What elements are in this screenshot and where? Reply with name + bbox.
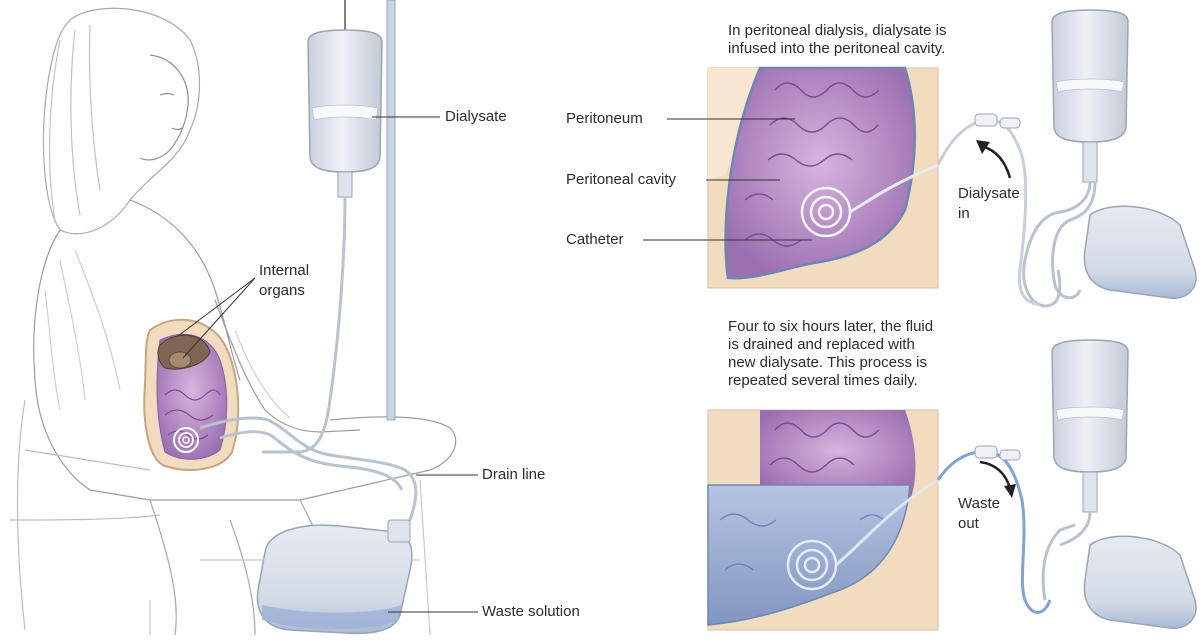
panel-top-cross-section: [708, 68, 938, 288]
dialysate-bag: [262, 30, 382, 452]
label-waste-out-line2: out: [958, 515, 979, 533]
label-internal-organs-line2: organs: [259, 282, 305, 300]
waste-bag: [257, 520, 411, 633]
label-drain-line: Drain line: [482, 466, 545, 484]
bottom-right-bags: [938, 340, 1196, 628]
label-dialysate-in-line1: Dialysate: [958, 185, 1020, 203]
label-peritoneum: Peritoneum: [566, 110, 643, 128]
label-dialysate-in-line2: in: [958, 205, 970, 223]
label-waste-out-line1: Waste: [958, 495, 1000, 513]
caption-bottom-line: new dialysate. This process is: [728, 354, 933, 372]
caption-bottom-line: is drained and replaced with: [728, 336, 933, 354]
panel-bottom-cross-section: [708, 410, 938, 630]
caption-top-line: In peritoneal dialysis, dialysate is: [728, 22, 946, 40]
leader-internal-organs-1: [178, 278, 255, 336]
top-right-bags: [938, 10, 1196, 306]
label-catheter: Catheter: [566, 231, 624, 249]
caption-bottom-line: repeated several times daily.: [728, 372, 933, 390]
abdomen-cutaway: [144, 320, 238, 470]
drain-tubing: [200, 418, 416, 525]
caption-top-line: infused into the peritoneal cavity.: [728, 40, 946, 58]
caption-top: In peritoneal dialysis, dialysate is inf…: [728, 22, 946, 58]
label-peritoneal-cavity: Peritoneal cavity: [566, 171, 676, 189]
dialysate-in-arrow: [976, 140, 1010, 178]
label-dialysate: Dialysate: [445, 108, 507, 126]
label-internal-organs-line1: Internal: [259, 262, 309, 280]
caption-bottom: Four to six hours later, the fluid is dr…: [728, 318, 933, 390]
label-waste-solution: Waste solution: [482, 603, 580, 621]
caption-bottom-line: Four to six hours later, the fluid: [728, 318, 933, 336]
